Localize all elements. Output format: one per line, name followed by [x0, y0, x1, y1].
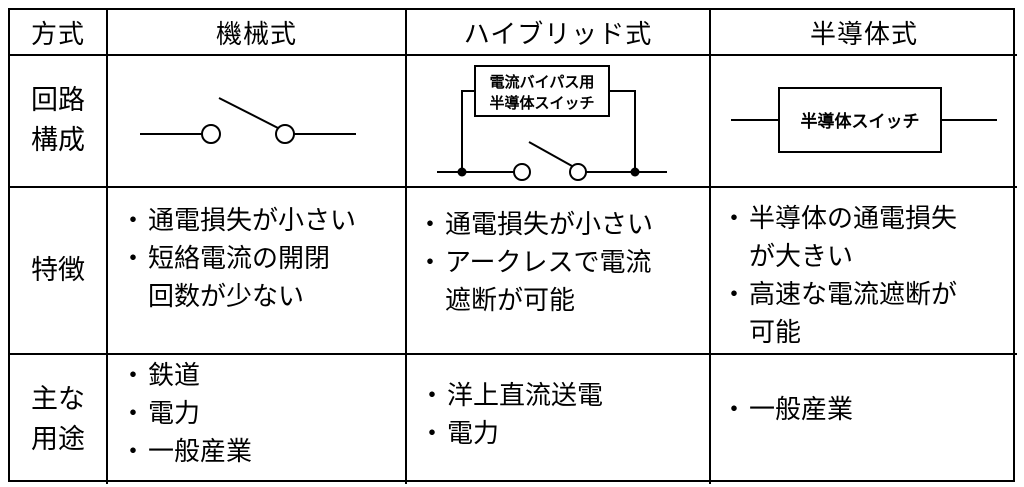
- features-mechanical-list: 通電損失が小さい 短絡電流の開閉 回数が少ない: [118, 202, 405, 316]
- list-item: が大きい: [749, 242, 854, 272]
- comparison-table: 方式 機械式 ハイブリッド式 半導体式 回路 構成 電流バイパス用 半導体スイッ…: [8, 8, 1017, 484]
- hybrid-contact-right: [569, 163, 587, 181]
- contact-right: [275, 124, 295, 144]
- list-item: 遮断が可能: [445, 286, 576, 316]
- uses-semiconductor-list: 一般産業: [719, 391, 1017, 429]
- header-semiconductor: 半導体式: [711, 10, 1017, 56]
- row-label-features-text: 特徴: [31, 254, 85, 286]
- list-item: アークレスで電流: [415, 244, 709, 282]
- header-hybrid-text: ハイブリッド式: [463, 19, 653, 50]
- features-semiconductor-list: 半導体の通電損失 が大きい 高速な電流遮断が 可能: [719, 200, 1017, 352]
- circuit-semiconductor: 半導体スイッチ: [711, 56, 1017, 188]
- bypass-wire-right: [609, 90, 636, 172]
- header-method: 方式: [10, 10, 108, 56]
- list-item: 鉄道: [118, 357, 405, 395]
- circuit-mechanical: [108, 56, 407, 188]
- semiconductor-switch-diagram: 半導体スイッチ: [731, 87, 997, 153]
- list-item: 一般産業: [118, 433, 405, 471]
- list-item: 半導体の通電損失: [719, 200, 1017, 238]
- list-item: 電力: [417, 415, 709, 453]
- mechanical-switch-diagram: [140, 97, 356, 144]
- junction-dot-right: [630, 167, 640, 177]
- list-item: 一般産業: [719, 391, 1017, 429]
- features-semiconductor: 半導体の通電損失 が大きい 高速な電流遮断が 可能: [711, 188, 1017, 355]
- features-hybrid: 通電損失が小さい アークレスで電流 遮断が可能: [407, 188, 711, 355]
- row-label-circuit: 回路 構成: [10, 56, 108, 188]
- row-label-uses: 主な 用途: [10, 355, 108, 484]
- list-item: 短絡電流の開閉: [118, 240, 405, 278]
- circuit-hybrid: 電流バイパス用 半導体スイッチ: [407, 56, 711, 188]
- row-label-circuit-line2: 構成: [31, 125, 85, 156]
- list-item: 高速な電流遮断が: [719, 276, 1017, 314]
- hybrid-switch-blade: [528, 141, 573, 167]
- bypass-box-line1: 電流バイパス用: [490, 73, 595, 91]
- features-mechanical: 通電損失が小さい 短絡電流の開閉 回数が少ない: [108, 188, 407, 355]
- uses-semiconductor: 一般産業: [711, 355, 1017, 484]
- semiconductor-switch-box: [778, 87, 942, 153]
- list-item: 通電損失が小さい: [118, 202, 405, 240]
- list-item: 電力: [118, 395, 405, 433]
- row-label-circuit-line1: 回路: [31, 85, 85, 116]
- contact-left: [201, 124, 221, 144]
- junction-dot-left: [457, 167, 467, 177]
- header-hybrid: ハイブリッド式: [407, 10, 711, 56]
- row-label-features: 特徴: [10, 188, 108, 355]
- header-mechanical-text: 機械式: [215, 19, 297, 50]
- switch-blade: [218, 97, 279, 129]
- uses-hybrid: 洋上直流送電 電力: [407, 355, 711, 484]
- header-mechanical: 機械式: [108, 10, 407, 56]
- uses-mechanical-list: 鉄道 電力 一般産業: [118, 357, 405, 471]
- hybrid-switch-diagram: 電流バイパス用 半導体スイッチ: [437, 65, 667, 181]
- uses-hybrid-list: 洋上直流送電 電力: [417, 377, 709, 453]
- list-item: 通電損失が小さい: [415, 206, 709, 244]
- uses-mechanical: 鉄道 電力 一般産業: [108, 355, 407, 484]
- list-item: 可能: [749, 318, 802, 348]
- row-label-uses-line2: 用途: [31, 423, 85, 455]
- row-label-uses-line1: 主な: [31, 383, 85, 415]
- bypass-wire-left: [461, 90, 475, 172]
- bypass-box-line2: 半導体スイッチ: [489, 94, 594, 112]
- list-item: 洋上直流送電: [417, 377, 709, 415]
- hybrid-contact-left: [513, 163, 531, 181]
- semiconductor-box-label: 半導体スイッチ: [801, 111, 920, 132]
- list-item: 回数が少ない: [148, 282, 305, 312]
- header-semiconductor-text: 半導体式: [809, 19, 918, 50]
- features-hybrid-list: 通電損失が小さい アークレスで電流 遮断が可能: [415, 206, 709, 320]
- header-method-text: 方式: [30, 19, 85, 50]
